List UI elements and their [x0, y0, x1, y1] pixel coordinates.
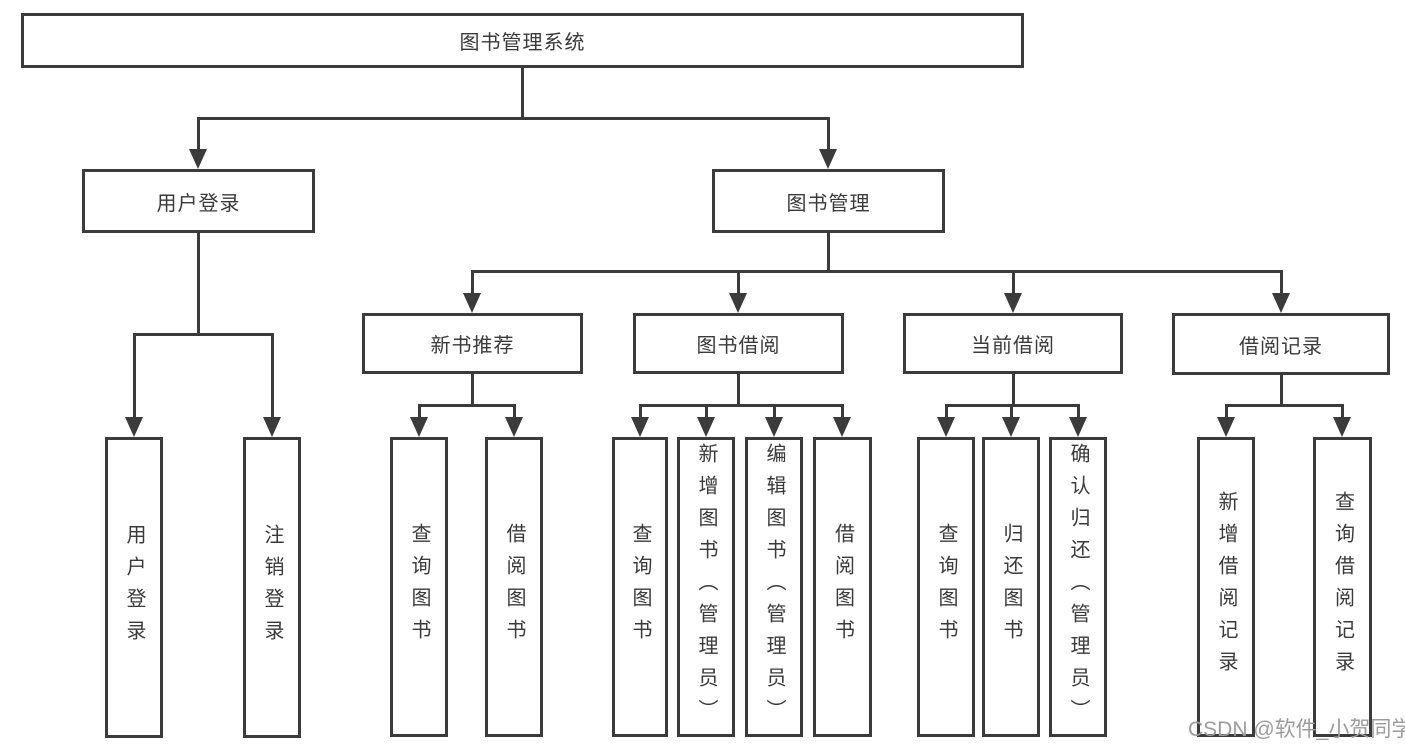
leaf-confirm-return-admin: 确认归还（管理员）	[1049, 437, 1107, 737]
leaf-label: 注销登录	[261, 523, 283, 652]
arrow-down-icon	[937, 417, 955, 437]
connector-line	[418, 404, 421, 420]
leaf-label: 查询图书	[408, 523, 430, 651]
connector-line	[1077, 404, 1080, 420]
connector-line	[737, 270, 740, 296]
leaf-label: 查询图书	[629, 523, 651, 651]
leaf-search-books-borrowing: 查询图书	[612, 437, 668, 737]
leaf-label: 查询图书	[935, 523, 957, 651]
connector-line	[639, 404, 642, 420]
arrow-down-icon	[125, 417, 143, 437]
arrow-down-icon	[1002, 417, 1020, 437]
arrow-down-icon	[729, 293, 747, 313]
leaf-label: 查询借阅记录	[1331, 491, 1354, 683]
connector-line	[513, 404, 516, 420]
leaf-user-login: 用户登录	[105, 437, 163, 738]
arrow-down-icon	[697, 417, 715, 437]
arrow-down-icon	[833, 417, 851, 437]
leaf-search-books-recommend: 查询图书	[390, 437, 448, 737]
leaf-label: 新增图书（管理员）	[695, 443, 717, 731]
leaf-label: 确认归还（管理员）	[1067, 443, 1089, 731]
leaf-borrow-books-recommend: 借阅图书	[485, 437, 543, 737]
connector-line	[841, 404, 844, 420]
connector-line	[1341, 404, 1344, 420]
leaf-edit-books-admin: 编辑图书（管理员）	[745, 437, 803, 737]
arrow-down-icon	[1004, 293, 1022, 313]
connector-line	[827, 117, 830, 153]
leaf-add-books-admin: 新增图书（管理员）	[677, 437, 735, 737]
leaf-search-books-current: 查询图书	[917, 437, 975, 737]
connector-line	[471, 374, 474, 407]
connector-line	[705, 404, 708, 420]
connector-line	[1012, 374, 1015, 407]
connector-line	[197, 117, 200, 153]
connector-line	[197, 117, 830, 120]
connector-line	[133, 333, 274, 336]
connector-line	[471, 270, 474, 296]
arrow-down-icon	[189, 149, 207, 169]
leaf-logout: 注销登录	[243, 437, 301, 738]
leaf-add-borrow-record: 新增借阅记录	[1197, 437, 1255, 737]
arrow-down-icon	[631, 417, 649, 437]
connector-line	[773, 404, 776, 420]
connector-line	[1225, 404, 1344, 407]
leaf-label: 新增借阅记录	[1215, 491, 1237, 683]
arrow-down-icon	[1217, 417, 1235, 437]
arrow-down-icon	[1069, 417, 1087, 437]
arrow-down-icon	[410, 417, 428, 437]
leaf-borrow-books-borrowing: 借阅图书	[813, 437, 872, 737]
leaf-label: 用户登录	[123, 523, 145, 652]
connector-line	[197, 233, 200, 336]
arrow-down-icon	[505, 417, 523, 437]
connector-line	[271, 333, 274, 419]
arrow-down-icon	[263, 417, 281, 437]
node-book-borrowing: 图书借阅	[633, 313, 844, 374]
leaf-label: 编辑图书（管理员）	[763, 443, 785, 731]
connector-line	[1225, 404, 1228, 420]
arrow-down-icon	[1333, 417, 1351, 437]
node-current-borrowing: 当前借阅	[903, 313, 1123, 374]
leaf-return-books: 归还图书	[982, 437, 1040, 737]
node-library-system: 图书管理系统	[21, 13, 1024, 68]
arrow-down-icon	[1272, 293, 1290, 313]
node-borrowing-records: 借阅记录	[1172, 313, 1390, 375]
connector-line	[639, 404, 844, 407]
leaf-label: 借阅图书	[503, 523, 525, 651]
connector-line	[945, 404, 948, 420]
arrow-down-icon	[463, 293, 481, 313]
connector-line	[737, 374, 740, 407]
connector-line	[471, 270, 1282, 273]
node-new-book-recommend: 新书推荐	[362, 313, 583, 374]
connector-line	[1010, 404, 1013, 420]
leaf-search-borrow-record: 查询借阅记录	[1313, 437, 1372, 737]
arrow-down-icon	[765, 417, 783, 437]
node-user-login: 用户登录	[82, 169, 315, 233]
connector-line	[1280, 375, 1283, 407]
watermark: CSDN @软件_小贺同学	[1188, 718, 1405, 741]
node-book-management: 图书管理	[712, 169, 945, 233]
connector-line	[418, 404, 516, 407]
connector-line	[1280, 270, 1283, 296]
leaf-label: 归还图书	[1000, 523, 1022, 651]
connector-line	[521, 68, 524, 120]
arrow-down-icon	[819, 149, 837, 169]
connector-line	[133, 333, 136, 419]
connector-line	[1012, 270, 1015, 296]
leaf-label: 借阅图书	[831, 523, 854, 651]
connector-line	[827, 233, 830, 273]
